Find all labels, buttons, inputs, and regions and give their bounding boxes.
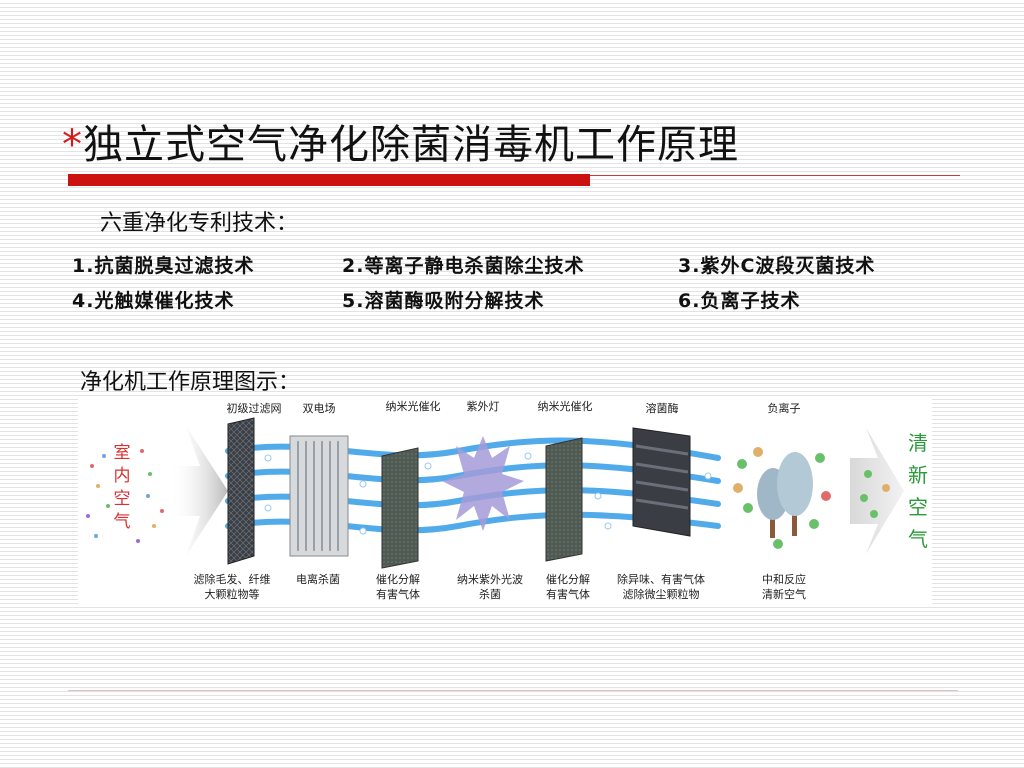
fresh-air-particles <box>860 470 890 518</box>
svg-text:中和反应: 中和反应 <box>762 572 806 586</box>
title-text: 独立式空气净化除菌消毒机工作原理 <box>83 122 739 168</box>
dual-electric-field-module <box>289 435 349 557</box>
svg-text:滤除毛发、纤维: 滤除毛发、纤维 <box>194 572 271 586</box>
uv-lamp <box>442 436 524 531</box>
technology-item-6: 6.负离子技术 <box>678 290 801 312</box>
technology-item-1: 1.抗菌脱臭过滤技术 <box>72 255 255 277</box>
indoor-air-label: 室 内 空 气 <box>114 443 131 532</box>
svg-text:纳米紫外光波: 纳米紫外光波 <box>457 572 523 586</box>
technology-item-4: 4.光触媒催化技术 <box>72 290 235 312</box>
svg-text:滤除微尘颗粒物: 滤除微尘颗粒物 <box>623 587 700 601</box>
technology-heading: 六重净化专利技术： <box>100 211 299 236</box>
fresh-air-label: 清 新 空 气 <box>908 431 928 551</box>
technology-item-3: 3.紫外C波段灭菌技术 <box>678 255 876 277</box>
stage-top-labels: 初级过滤网 双电场 纳米光催化 紫外灯 纳米光催化 溶菌酶 负离子 <box>227 399 801 415</box>
stage-bottom-labels: 滤除毛发、纤维 大颗粒物等 电离杀菌 催化分解 有害气体 纳米紫外光波 杀菌 催… <box>194 572 807 601</box>
stage-label-dual-field: 双电场 <box>303 401 336 415</box>
svg-text:大颗粒物等: 大颗粒物等 <box>205 587 260 601</box>
nano-photocatalyst-panel-1 <box>381 447 419 569</box>
nano-photocatalyst-panel-2 <box>545 437 583 562</box>
svg-text:催化分解: 催化分解 <box>376 572 420 586</box>
svg-text:催化分解: 催化分解 <box>546 572 590 586</box>
svg-text:有害气体: 有害气体 <box>546 587 590 601</box>
svg-text:空: 空 <box>114 489 131 509</box>
output-arrow <box>850 428 904 554</box>
lysozyme-filter-module <box>632 427 691 537</box>
footer-rule <box>68 690 958 691</box>
svg-text:气: 气 <box>908 527 928 551</box>
stage-label-negative-ion: 负离子 <box>768 401 801 415</box>
indoor-air-particles <box>86 449 164 543</box>
input-arrow <box>170 426 228 556</box>
primary-filter-panel <box>227 417 255 565</box>
negative-ion-tree-illustration <box>733 447 831 549</box>
svg-text:气: 气 <box>114 512 131 532</box>
purifier-diagram: 室 内 空 气 <box>78 396 932 606</box>
technology-item-5: 5.溶菌酶吸附分解技术 <box>342 290 545 312</box>
stage-label-uv-lamp: 紫外灯 <box>467 400 500 413</box>
stage-label-primary-filter: 初级过滤网 <box>227 401 282 415</box>
svg-text:内: 内 <box>114 466 131 486</box>
svg-text:新: 新 <box>908 463 928 487</box>
svg-text:清新空气: 清新空气 <box>762 587 806 601</box>
technology-item-2: 2.等离子静电杀菌除尘技术 <box>342 255 585 277</box>
stage-label-lysozyme: 溶菌酶 <box>646 401 679 415</box>
flow-particles <box>264 452 712 535</box>
svg-text:室: 室 <box>114 443 131 463</box>
svg-text:电离杀菌: 电离杀菌 <box>296 572 340 586</box>
title-underline-rule <box>590 175 960 176</box>
stage-label-photocatalyst-2: 纳米光催化 <box>538 399 593 413</box>
svg-text:有害气体: 有害气体 <box>376 587 420 601</box>
title-star: * <box>62 122 83 168</box>
svg-text:清: 清 <box>908 431 928 455</box>
stage-label-photocatalyst-1: 纳米光催化 <box>386 399 441 413</box>
diagram-heading: 净化机工作原理图示： <box>80 370 301 395</box>
svg-text:杀菌: 杀菌 <box>479 587 501 601</box>
page-title: *独立式空气净化除菌消毒机工作原理 <box>62 112 739 170</box>
purifier-diagram-svg: 室 内 空 气 <box>86 399 928 601</box>
svg-text:除异味、有害气体: 除异味、有害气体 <box>617 572 705 586</box>
title-underline-bar <box>68 174 590 186</box>
svg-text:空: 空 <box>908 495 928 519</box>
